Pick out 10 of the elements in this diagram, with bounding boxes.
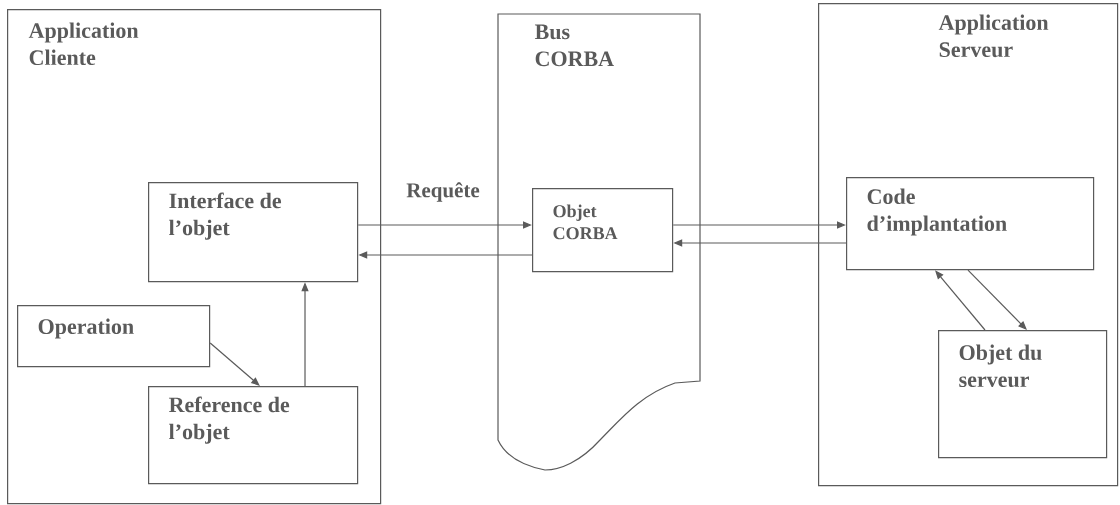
object-box: Objet CORBA <box>532 188 674 273</box>
interface-box: Interface de l’objet <box>148 182 359 283</box>
reference-box: Reference de l’objet <box>148 386 359 485</box>
operation-box: Operation <box>17 305 211 368</box>
code-box: Code d’implantation <box>846 177 1095 271</box>
object-box: Objet du serveur <box>938 330 1108 459</box>
arrow <box>935 270 986 331</box>
edge-label: Requête <box>405 181 481 203</box>
arrow <box>209 342 260 386</box>
arrow <box>967 269 1027 330</box>
